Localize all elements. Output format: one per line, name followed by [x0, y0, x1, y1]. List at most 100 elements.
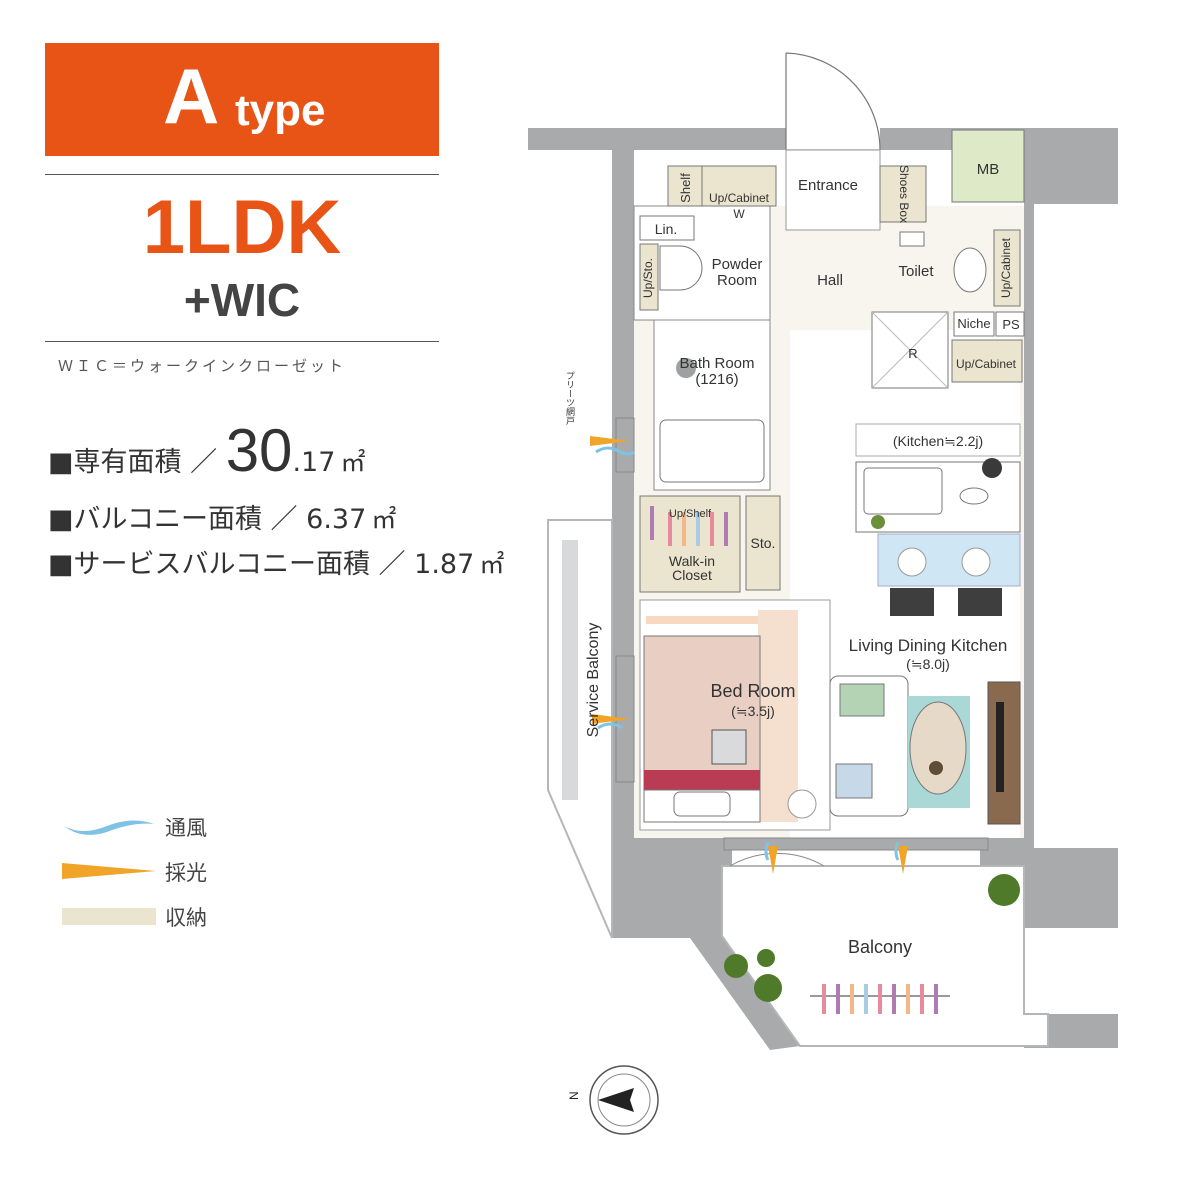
stool-icon: [958, 588, 1002, 616]
compass-icon: N: [567, 1065, 659, 1135]
ps-shaft: [995, 311, 1025, 337]
vase-icon: [929, 761, 943, 775]
up-cabinet-toilet: [993, 229, 1021, 307]
up-cabinet-kitchen: [951, 339, 1023, 383]
area-exclusive-unit: ㎡: [340, 448, 366, 477]
area-balcony-value: 6.37: [306, 504, 367, 535]
label-powder-room-1: Powder: [712, 256, 763, 273]
ceiling-light-icon: [787, 789, 817, 819]
hanger-bars: [650, 506, 728, 546]
label-hall: Hall: [817, 272, 843, 289]
label-shoes-box: Shoes Box: [897, 165, 911, 223]
bar-icon: [62, 908, 156, 925]
service-balcony-slab: [547, 519, 613, 939]
wic-note: ＷＩＣ＝ウォークインクローゼット: [58, 357, 347, 375]
area-exclusive: ■専有面積 ／ 30.17 ㎡: [48, 416, 366, 485]
label-ldk-2: (≒8.0j): [906, 656, 950, 672]
area-exclusive-int: 30: [225, 417, 293, 484]
label-linen: Lin.: [655, 221, 678, 237]
stove-icon: [959, 487, 989, 505]
niche: [953, 311, 995, 337]
tv-icon: [996, 702, 1004, 792]
wedge-icon: [62, 863, 156, 879]
up-storage: [639, 243, 659, 311]
bedroom-rug: [758, 610, 798, 822]
bed-blanket: [644, 770, 760, 790]
label-w: W: [733, 207, 745, 221]
floor-plan: MB Shelf Up/Cabinet W Entrance Shoes Box…: [528, 52, 1118, 1135]
mb-room: [951, 129, 1025, 203]
label-powder-room-2: Room: [717, 272, 757, 289]
area-exclusive-label: ■専有面積 ／: [48, 447, 226, 478]
label-service-balcony: Service Balcony: [585, 623, 602, 738]
label-shelf: Shelf: [678, 173, 693, 203]
label-kitchen: (Kitchen≒2.2j): [893, 433, 983, 449]
label-up-cabinet-entry: Up/Cabinet: [709, 191, 770, 205]
label-pleats-screen: プリーツ網戸: [565, 371, 575, 426]
laundry-pole: [810, 984, 950, 1014]
daylight-marks: [590, 436, 908, 874]
area-balcony-unit: ㎡: [371, 505, 397, 534]
layout-extra: +WIC: [183, 274, 301, 326]
cushion-icon: [839, 683, 885, 717]
legend-storage-label: 収納: [165, 906, 207, 930]
kitchen-counter-label-area: [855, 423, 1021, 457]
powder-sink: [659, 245, 703, 291]
storage-sto: [745, 495, 781, 591]
label-entrance: Entrance: [798, 177, 858, 194]
type-banner: A type: [45, 43, 439, 156]
area-service-balcony-value: 1.87: [414, 549, 475, 580]
label-balcony: Balcony: [848, 937, 912, 957]
compass-north-label: N: [567, 1091, 581, 1100]
legend-storage: 収納: [62, 902, 207, 932]
bathtub: [659, 419, 765, 483]
label-up-shelf: Up/Shelf: [669, 508, 712, 520]
service-balcony-rail: [562, 540, 578, 800]
shelf-storage: [667, 165, 703, 207]
airflow-marks: [595, 446, 900, 861]
layout-title: 1LDK: [142, 185, 342, 270]
label-walkin-2: Closet: [672, 567, 712, 583]
label-storage-sto: Sto.: [751, 535, 776, 551]
label-up-cabinet-kitchen: Up/Cabinet: [956, 357, 1017, 371]
label-up-cabinet-toilet: Up/Cabinet: [999, 237, 1013, 298]
label-walkin-1: Walk-in: [669, 553, 715, 569]
divider-top: [45, 174, 439, 175]
bench-icon: [673, 791, 731, 817]
kitchen-sink: [863, 467, 943, 515]
area-service-balcony: ■サービスバルコニー面積 ／ 1.87 ㎡: [48, 542, 504, 581]
entrance-floor: [785, 149, 881, 231]
area-balcony-label: ■バルコニー面積 ／: [48, 504, 307, 535]
label-up-storage: Up/Sto.: [641, 258, 655, 298]
rug-stripe: [646, 616, 796, 624]
area-service-balcony-unit: ㎡: [479, 550, 505, 579]
pillow-icon: [711, 729, 747, 765]
label-refrigerator: R: [908, 346, 917, 361]
type-word: type: [235, 86, 326, 135]
plate-icon: [961, 547, 991, 577]
cushion-icon: [835, 763, 873, 799]
area-service-balcony-label: ■サービスバルコニー面積 ／: [48, 549, 415, 580]
plant-small-icon: [871, 515, 885, 529]
legend-daylight: 採光: [62, 857, 207, 887]
toilet-bowl: [953, 247, 987, 293]
entrance-door: [785, 52, 881, 151]
label-ldk-1: Living Dining Kitchen: [849, 636, 1008, 655]
planters: [724, 874, 1020, 1002]
legend-daylight-label: 採光: [165, 861, 207, 885]
up-cabinet-entry: [701, 165, 777, 207]
type-letter: A: [163, 52, 220, 140]
coffee-table: [909, 701, 967, 795]
label-bed-room-2: (≒3.5j): [731, 703, 775, 719]
bath-drain: [676, 358, 696, 378]
stool-icon: [890, 588, 934, 616]
plate-icon: [897, 547, 927, 577]
linen-storage: [639, 215, 695, 241]
legend-ventilation-label: 通風: [165, 816, 207, 840]
label-bath-room-2: (1216): [695, 371, 738, 388]
label-ps: PS: [1002, 317, 1020, 332]
toilet-tank: [899, 231, 925, 247]
pot-icon: [982, 458, 1002, 478]
label-toilet: Toilet: [898, 263, 934, 280]
balcony-door-swing: [729, 852, 825, 867]
